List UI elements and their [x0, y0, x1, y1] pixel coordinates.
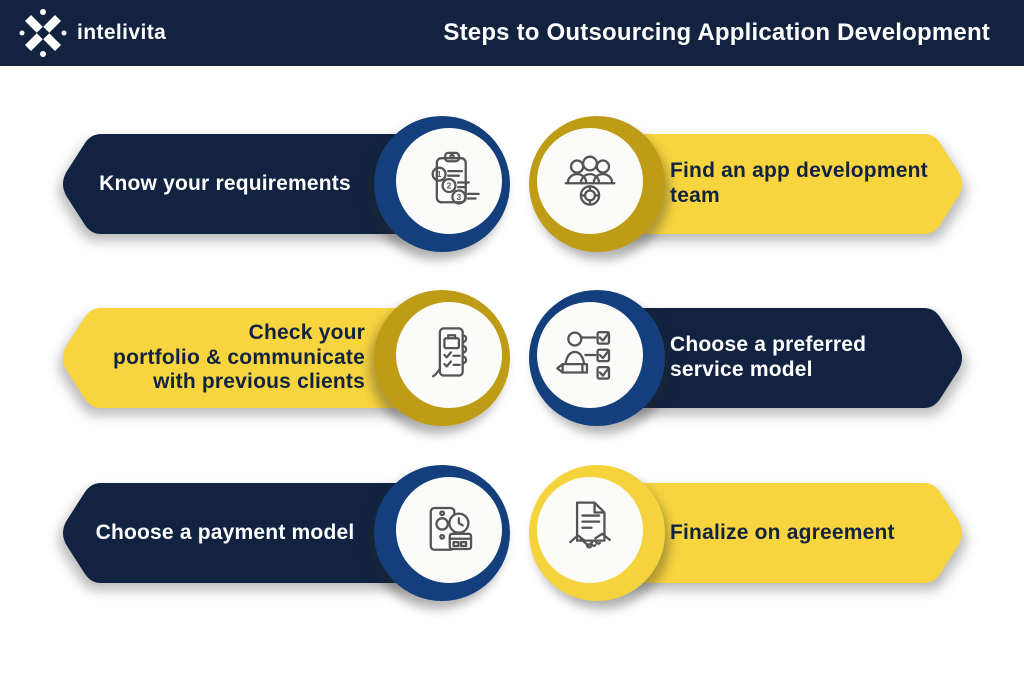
- step-5-banner: [63, 483, 457, 583]
- step-5-icon-badge: [396, 477, 502, 583]
- step-2-line: team: [670, 184, 720, 207]
- brand-logo: intelivita: [18, 8, 166, 58]
- service-model-icon: [556, 331, 611, 380]
- step-1-icon-badge: 1 2 3: [396, 128, 502, 234]
- step-6-icon-badge: [537, 477, 643, 583]
- portfolio-checklist-icon: [431, 327, 468, 378]
- svg-text:1: 1: [437, 169, 442, 179]
- step-5-line: Choose a payment model: [95, 520, 355, 544]
- step-4-line: Choose a preferred: [670, 333, 867, 357]
- step-3-line: portfolio & communicate: [113, 345, 365, 369]
- brand-name: intelivita: [77, 21, 167, 44]
- step-3-line: with previous clients: [153, 370, 365, 394]
- intelivita-x-mark-icon: [19, 9, 67, 57]
- step-2-icon-badge: [537, 128, 643, 234]
- page-title: Steps to Outsourcing Application Develop…: [443, 19, 990, 46]
- step-1-circle: 1 2 3: [374, 116, 510, 252]
- step-3-banner: [63, 308, 457, 408]
- step-4-label: Choose a preferred service model: [670, 308, 960, 408]
- step-6-label: Finalize on agreement: [670, 483, 960, 583]
- agreement-handshake-icon: [569, 501, 611, 549]
- step-4-circle: [529, 290, 665, 426]
- step-3-icon-badge: [396, 302, 502, 408]
- step-1-banner: [63, 134, 457, 234]
- step-6-banner: [568, 483, 962, 583]
- step-2-line: Find an app development: [670, 159, 928, 183]
- step-2-label: Find an app development team: [670, 134, 960, 234]
- team-gear-icon: [564, 155, 616, 206]
- numbered-checklist-icon: 1 2 3: [431, 151, 480, 205]
- step-6-line: Finalize on agreement: [670, 520, 895, 544]
- payment-model-icon: [429, 506, 473, 551]
- svg-text:2: 2: [447, 181, 452, 191]
- step-3-label: Check your portfolio & communicate with …: [75, 308, 365, 408]
- step-1-line: Know your requirements: [99, 171, 351, 195]
- step-4-line: service model: [670, 358, 813, 381]
- step-1-label: Know your requirements: [85, 134, 365, 234]
- step-4-icon-badge: [537, 302, 643, 408]
- step-3-circle: [374, 290, 510, 426]
- step-3-line: Check your: [248, 320, 365, 344]
- step-4-banner: [568, 308, 962, 408]
- svg-text:3: 3: [457, 192, 462, 202]
- step-5-label: Choose a payment model: [85, 483, 365, 583]
- header-bar: intelivita Steps to Outsourcing Applicat…: [0, 0, 1024, 66]
- step-5-circle: [374, 465, 510, 601]
- step-2-banner: [568, 134, 962, 234]
- step-2-circle: [529, 116, 665, 252]
- step-6-circle: [529, 465, 665, 601]
